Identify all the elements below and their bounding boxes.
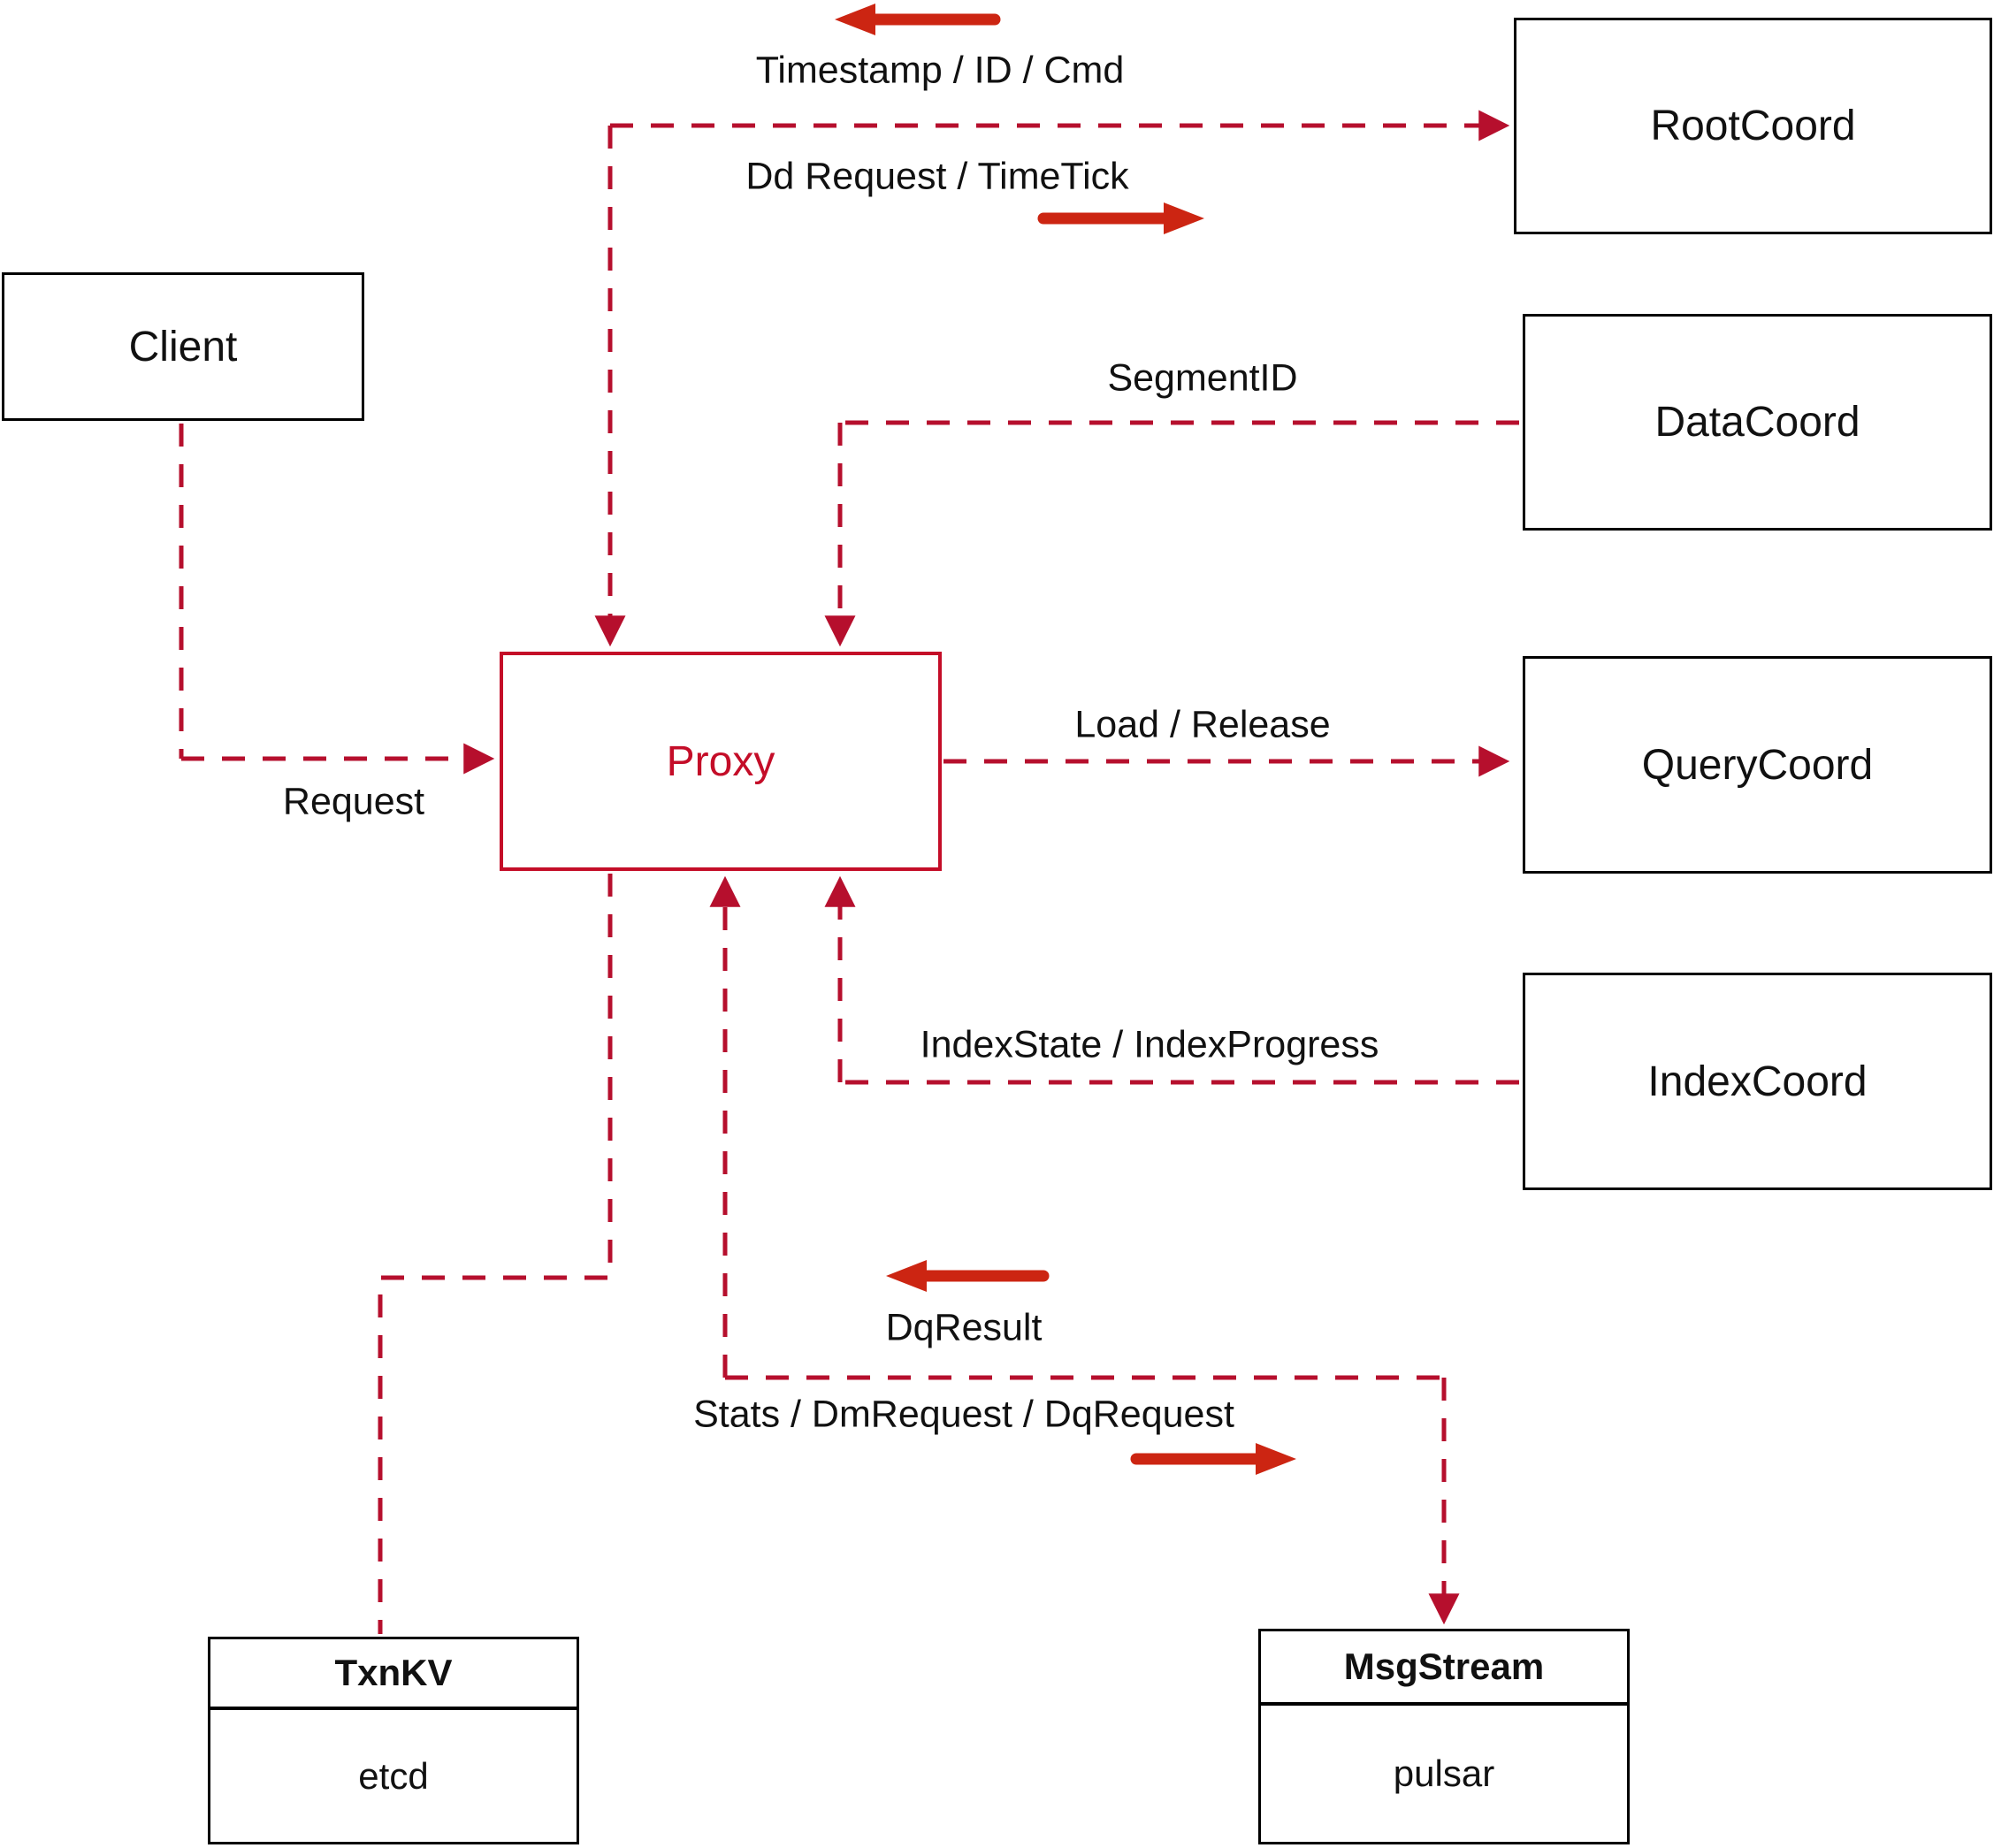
label-timestamp-id-cmd: Timestamp / ID / Cmd: [755, 49, 1125, 92]
node-datacoord: DataCoord: [1523, 314, 1992, 531]
node-querycoord: QueryCoord: [1523, 656, 1992, 874]
label-segment-id: SegmentID: [1107, 356, 1298, 400]
label-dd-request-timetick: Dd Request / TimeTick: [745, 155, 1129, 198]
node-proxy: Proxy: [500, 652, 942, 871]
edge-proxy-msgstream: [709, 875, 1460, 1625]
edge-indexcoord-proxy: [824, 875, 1519, 1085]
txnkv-impl: etcd: [358, 1754, 429, 1797]
label-load-release: Load / Release: [1074, 703, 1331, 746]
txnkv-title: TxnKV: [210, 1639, 577, 1710]
node-txnkv: TxnKV etcd: [208, 1637, 579, 1844]
node-msgstream: MsgStream pulsar: [1258, 1629, 1630, 1844]
label-dq-result: DqResult: [885, 1306, 1043, 1349]
node-rootcoord: RootCoord: [1514, 18, 1992, 234]
edge-client-proxy: [179, 424, 495, 775]
label-request: Request: [282, 780, 425, 823]
msgstream-title: MsgStream: [1261, 1631, 1627, 1706]
edge-proxy-txnkv: [378, 874, 613, 1634]
msgstream-impl: pulsar: [1393, 1753, 1495, 1794]
label-stats-dm-dq: Stats / DmRequest / DqRequest: [693, 1393, 1234, 1436]
node-indexcoord: IndexCoord: [1523, 973, 1992, 1190]
arrow-left-timestamp: [835, 4, 1001, 35]
arrow-right-ddrequest: [1037, 202, 1204, 234]
label-index-state-progress: IndexState / IndexProgress: [920, 1023, 1379, 1066]
arrow-right-stats: [1130, 1443, 1296, 1475]
direction-arrows: [835, 4, 1296, 1475]
arrow-left-dqresult: [886, 1260, 1050, 1292]
edge-datacoord-proxy: [824, 420, 1519, 647]
node-client: Client: [2, 272, 364, 421]
edge-proxy-rootcoord: [594, 110, 1510, 647]
